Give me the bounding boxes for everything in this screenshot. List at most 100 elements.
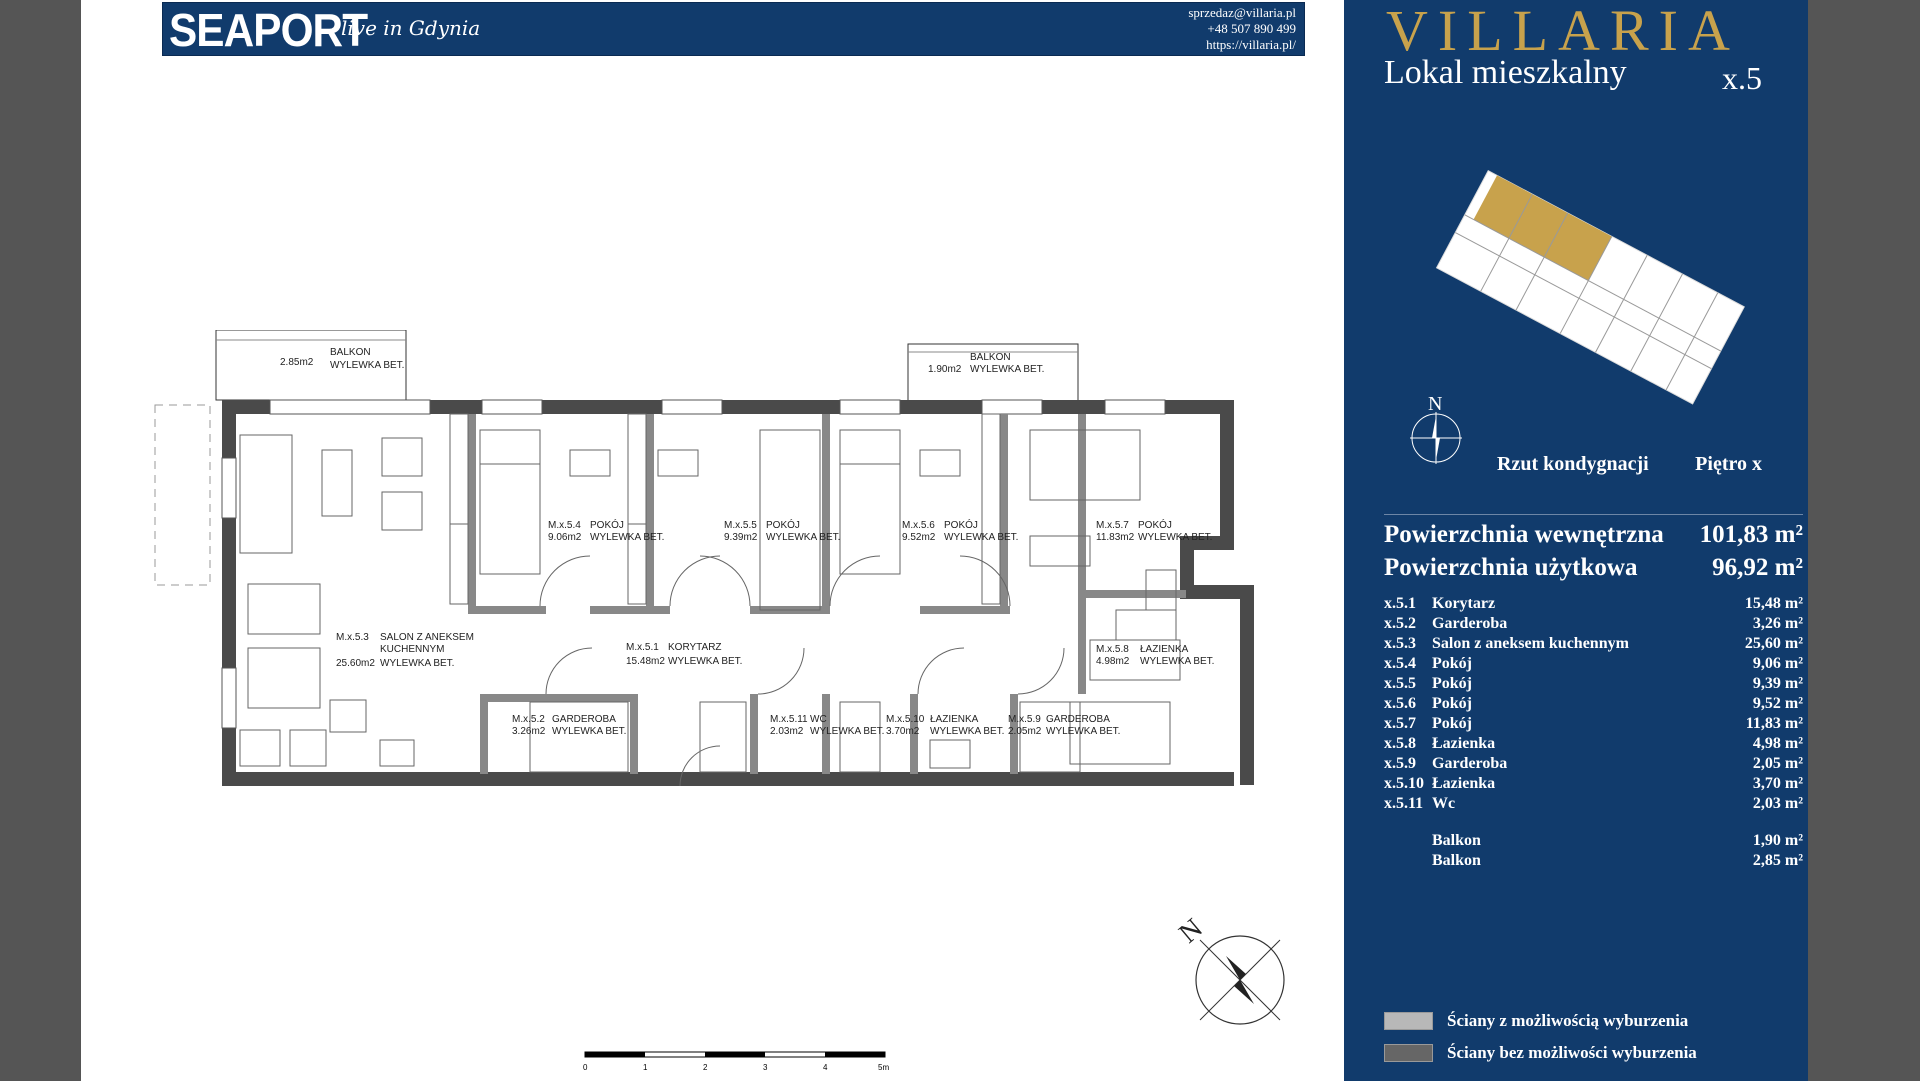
scale-bar: 0 1 2 3 4 5m [583,1051,889,1072]
room-name: Korytarz [1432,595,1496,612]
label-r510-area: 3.70m2 [886,726,920,737]
scale-tick-1: 1 [643,1063,648,1072]
room-name: Pokój [1432,715,1472,732]
room-area: 11,83 m² [1745,715,1803,732]
floor-label: Piętro x [1695,453,1762,475]
label-r510-name: ŁAZIENKA [930,714,979,725]
scale-tick-2: 2 [703,1063,708,1072]
legend-swatch-light [1384,1012,1433,1030]
header-bar: SEAPORT live in Gdynia sprzedaz@villaria… [162,2,1305,56]
contact-website[interactable]: https://villaria.pl/ [1206,37,1296,52]
separator [1384,514,1803,515]
label-r59-code: M.x.5.9 [1008,714,1041,725]
label-r55-code: M.x.5.5 [724,520,757,531]
label-r56-floor: WYLEWKA BET. [944,532,1018,543]
wall-legend: Ściany z możliwością wyburzenia Ściany b… [1384,1011,1803,1075]
label-balkon-right-name: BALKON [970,352,1011,363]
label-r52-name: GARDEROBA [552,714,616,725]
label-r51-area: 15.48m2 [626,656,665,667]
room-name: Pokój [1432,695,1472,712]
room-code: x.5.10 [1384,775,1424,792]
unit-type: Lokal mieszkalny [1384,54,1627,91]
label-r53-code: M.x.5.3 [336,632,369,643]
room-code: x.5.2 [1384,615,1416,632]
label-r56-code: M.x.5.6 [902,520,935,531]
villaria-logo: VILLARIA [1386,0,1740,63]
contact-phone[interactable]: +48 507 890 499 [1207,21,1296,36]
total-inner-label: Powierzchnia wewnętrzna [1384,521,1664,548]
label-r58-floor: WYLEWKA BET. [1140,656,1214,667]
label-r56-area: 9.52m2 [902,532,936,543]
balcony-area: 1,90 m² [1752,832,1803,849]
total-usable-label: Powierzchnia użytkowa [1384,554,1638,581]
label-r57-code: M.x.5.7 [1096,520,1129,531]
total-inner-value: 101,83 m² [1699,521,1803,548]
total-inner-area: Powierzchnia wewnętrzna 101,83 m² [1384,518,1803,551]
room-area: 9,06 m² [1752,655,1803,672]
label-r59-name: GARDEROBA [1046,714,1110,725]
label-r54-floor: WYLEWKA BET. [590,532,664,543]
total-usable-area: Powierzchnia użytkowa 96,92 m² [1384,551,1803,584]
room-name: Łazienka [1432,775,1496,792]
label-r57-floor: WYLEWKA BET. [1138,532,1212,543]
legend-row: Ściany bez możliwości wyburzenia [1384,1043,1803,1063]
room-name: Łazienka [1432,735,1496,752]
room-name: Wc [1432,795,1456,812]
label-r51-name: KORYTARZ [668,642,722,653]
label-r55-floor: WYLEWKA BET. [766,532,840,543]
label-r54-code: M.x.5.4 [548,520,581,531]
label-r58-area: 4.98m2 [1096,656,1130,667]
legend-swatch-dark [1384,1044,1433,1062]
info-panel: VILLARIA Lokal mieszkalny x.5 N Rzut kon [1344,0,1808,1081]
room-code: x.5.7 [1384,715,1416,732]
room-code: x.5.8 [1384,735,1416,752]
viewer-background [1808,0,1920,1081]
area-totals: Powierzchnia wewnętrzna 101,83 m² Powier… [1384,518,1803,584]
room-row: x.5.7 Pokój 11,83 m² [1384,714,1803,734]
label-r55-name: POKÓJ [766,518,800,531]
label-r53-name1: SALON Z ANEKSEM [380,632,474,643]
label-r58-code: M.x.5.8 [1096,644,1129,655]
label-r57-area: 11.83m2 [1096,532,1135,543]
label-r53-name2: KUCHENNYM [380,644,444,655]
brand-tagline: live in Gdynia [341,16,481,40]
label-r51-floor: WYLEWKA BET. [668,656,742,667]
room-code: x.5.4 [1384,655,1416,672]
compass-rose-icon: N [1173,913,1285,1025]
label-r54-name: POKÓJ [590,518,624,531]
label-r58-name: ŁAZIENKA [1140,644,1189,655]
label-r511-area: 2.03m2 [770,726,804,737]
room-code: x.5.3 [1384,635,1416,652]
unit-number: x.5 [1722,60,1762,96]
label-r52-floor: WYLEWKA BET. [552,726,626,737]
room-name: Salon z aneksem kuchennym [1432,635,1629,652]
label-r57-name: POKÓJ [1138,518,1172,531]
room-name: Pokój [1432,675,1472,692]
legend-row: Ściany z możliwością wyburzenia [1384,1011,1803,1031]
room-area: 2,05 m² [1752,755,1803,772]
legend-label: Ściany bez możliwości wyburzenia [1447,1043,1697,1062]
north-arrow-label: N [1428,393,1442,415]
label-r511-name: WC [810,714,827,725]
brand-logo: SEAPORT [169,4,368,56]
contact-info: sprzedaz@villaria.pl +48 507 890 499 htt… [1188,5,1296,53]
room-name: Garderoba [1432,615,1508,632]
total-usable-value: 96,92 m² [1712,554,1803,581]
contact-email[interactable]: sprzedaz@villaria.pl [1188,5,1296,20]
legend-label: Ściany z możliwością wyburzenia [1447,1011,1689,1030]
label-r59-floor: WYLEWKA BET. [1046,726,1120,737]
room-code: x.5.5 [1384,675,1416,692]
room-area: 9,39 m² [1752,675,1803,692]
label-balkon-right-floor: WYLEWKA BET. [970,364,1044,375]
label-r55-area: 9.39m2 [724,532,758,543]
scale-tick-0: 0 [583,1063,588,1072]
room-area: 9,52 m² [1752,695,1803,712]
